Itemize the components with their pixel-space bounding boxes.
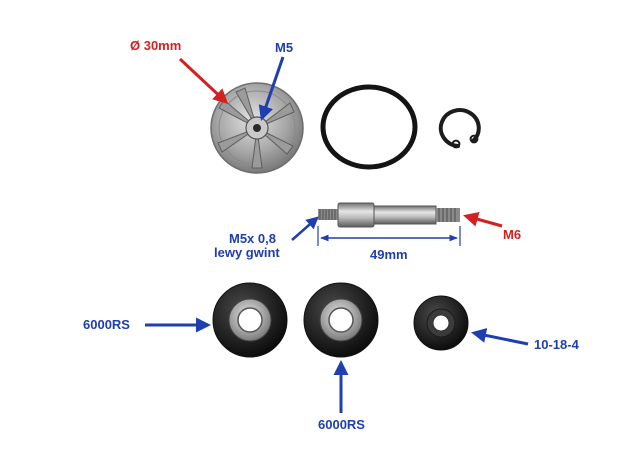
impeller-diameter-arrow (178, 57, 229, 105)
seal-label: 10-18-4 (534, 337, 579, 352)
shaft-icon (318, 202, 460, 228)
seal-arrow (471, 328, 529, 346)
oil-seal-icon (413, 295, 469, 351)
o-ring-icon (320, 84, 418, 170)
ball-bearing-icon (212, 282, 288, 358)
bearing-middle-label: 6000RS (318, 417, 365, 432)
shaft-length-label: 49mm (370, 247, 408, 262)
shaft-left-thread-label-line2: lewy gwint (214, 245, 280, 260)
impeller-diameter-label: Ø 30mm (130, 38, 182, 53)
shaft-right-thread-label: M6 (503, 227, 522, 242)
shaft-left-thread-label-line1: M5x 0,8 (229, 231, 276, 246)
ball-bearing-icon-2 (303, 282, 379, 358)
impeller-thread-arrow (258, 56, 285, 121)
shaft-left-thread-arrow (291, 216, 319, 241)
shaft-dimension (317, 226, 461, 246)
impeller-thread-label: M5 (275, 40, 294, 55)
bearing-left-label: 6000RS (83, 317, 130, 332)
impeller-icon (210, 82, 304, 174)
circlip-icon (438, 108, 481, 149)
shaft-right-thread-arrow (463, 211, 503, 228)
